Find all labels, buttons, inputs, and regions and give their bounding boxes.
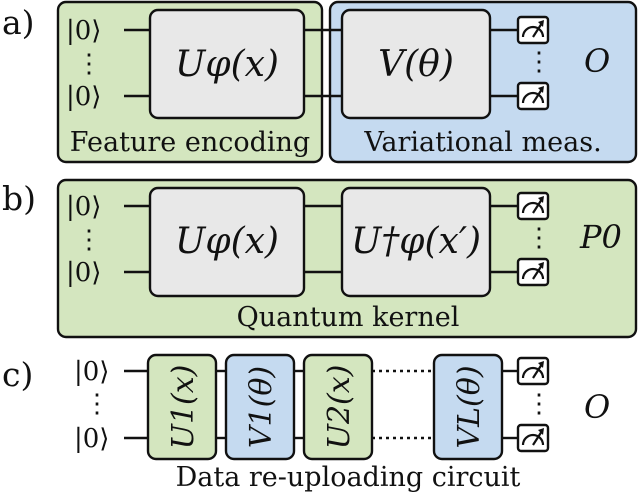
observable-label: P0 (579, 218, 622, 256)
vertical-dots: ⋮ (76, 225, 102, 255)
meter-icon (516, 15, 550, 45)
ket-zero-bottom: |0⟩ (66, 258, 101, 288)
gate-u1 (146, 353, 218, 461)
vertical-dots: ⋮ (526, 47, 552, 77)
ket-zero-bottom: |0⟩ (74, 424, 109, 454)
meter-icon (516, 191, 550, 221)
panel-c: c) |0⟩ ⋮ |0⟩ U1(x) V1(θ) U2(x) VL(θ) ⋮ O (2, 353, 610, 493)
panel-a: a) |0⟩ ⋮ |0⟩ Uφ(x) V(θ) ⋮ O Feature enco… (2, 0, 638, 164)
wires-c (124, 369, 518, 440)
observable-label: O (584, 388, 610, 426)
feature-encoding-caption: Feature encoding (70, 127, 310, 158)
quantum-kernel-caption: Quantum kernel (237, 302, 460, 333)
variational-meas-caption: Variational meas. (363, 127, 601, 158)
gate-v-theta-label: V(θ) (378, 44, 454, 85)
gate-u-phi-label: Uφ(x) (175, 221, 279, 262)
panel-b: b) |0⟩ ⋮ |0⟩ Uφ(x) U†φ(x′) ⋮ P0 Quantum … (2, 178, 638, 339)
gate-vl-label: VL(θ) (452, 365, 487, 448)
vertical-dots: ⋮ (526, 223, 552, 253)
gate-v1-label: V1(θ) (244, 366, 279, 448)
gate-v1 (224, 353, 296, 461)
observable-label: O (584, 42, 610, 80)
gate-u-phi-dagger-label: U†φ(x′) (351, 221, 481, 262)
gate-u1-label: U1(x) (166, 365, 201, 450)
ket-zero-top: |0⟩ (66, 16, 101, 46)
meter-icon (516, 257, 550, 287)
vertical-dots: ⋮ (76, 49, 102, 79)
panel-a-letter: a) (2, 3, 35, 42)
ket-zero-top: |0⟩ (74, 357, 109, 387)
data-reuploading-caption: Data re-uploading circuit (176, 462, 521, 493)
vertical-dots: ⋮ (84, 389, 110, 419)
gate-u-phi (148, 8, 306, 120)
gate-u2 (302, 353, 374, 461)
gate-u2-label: U2(x) (322, 365, 357, 450)
panel-b-letter: b) (2, 179, 36, 218)
gate-u-phi-label: Uφ(x) (175, 44, 279, 85)
gate-u-phi (148, 186, 306, 298)
gate-v-theta (340, 8, 492, 120)
gate-u-phi-dagger (340, 186, 492, 298)
ket-zero-bottom: |0⟩ (66, 82, 101, 112)
meter-icon (516, 423, 550, 453)
panel-c-letter: c) (2, 355, 33, 394)
gate-vl (432, 353, 504, 461)
ket-zero-top: |0⟩ (66, 192, 101, 222)
meter-icon (516, 356, 550, 386)
vertical-dots: ⋮ (526, 389, 552, 419)
meter-icon (516, 81, 550, 111)
